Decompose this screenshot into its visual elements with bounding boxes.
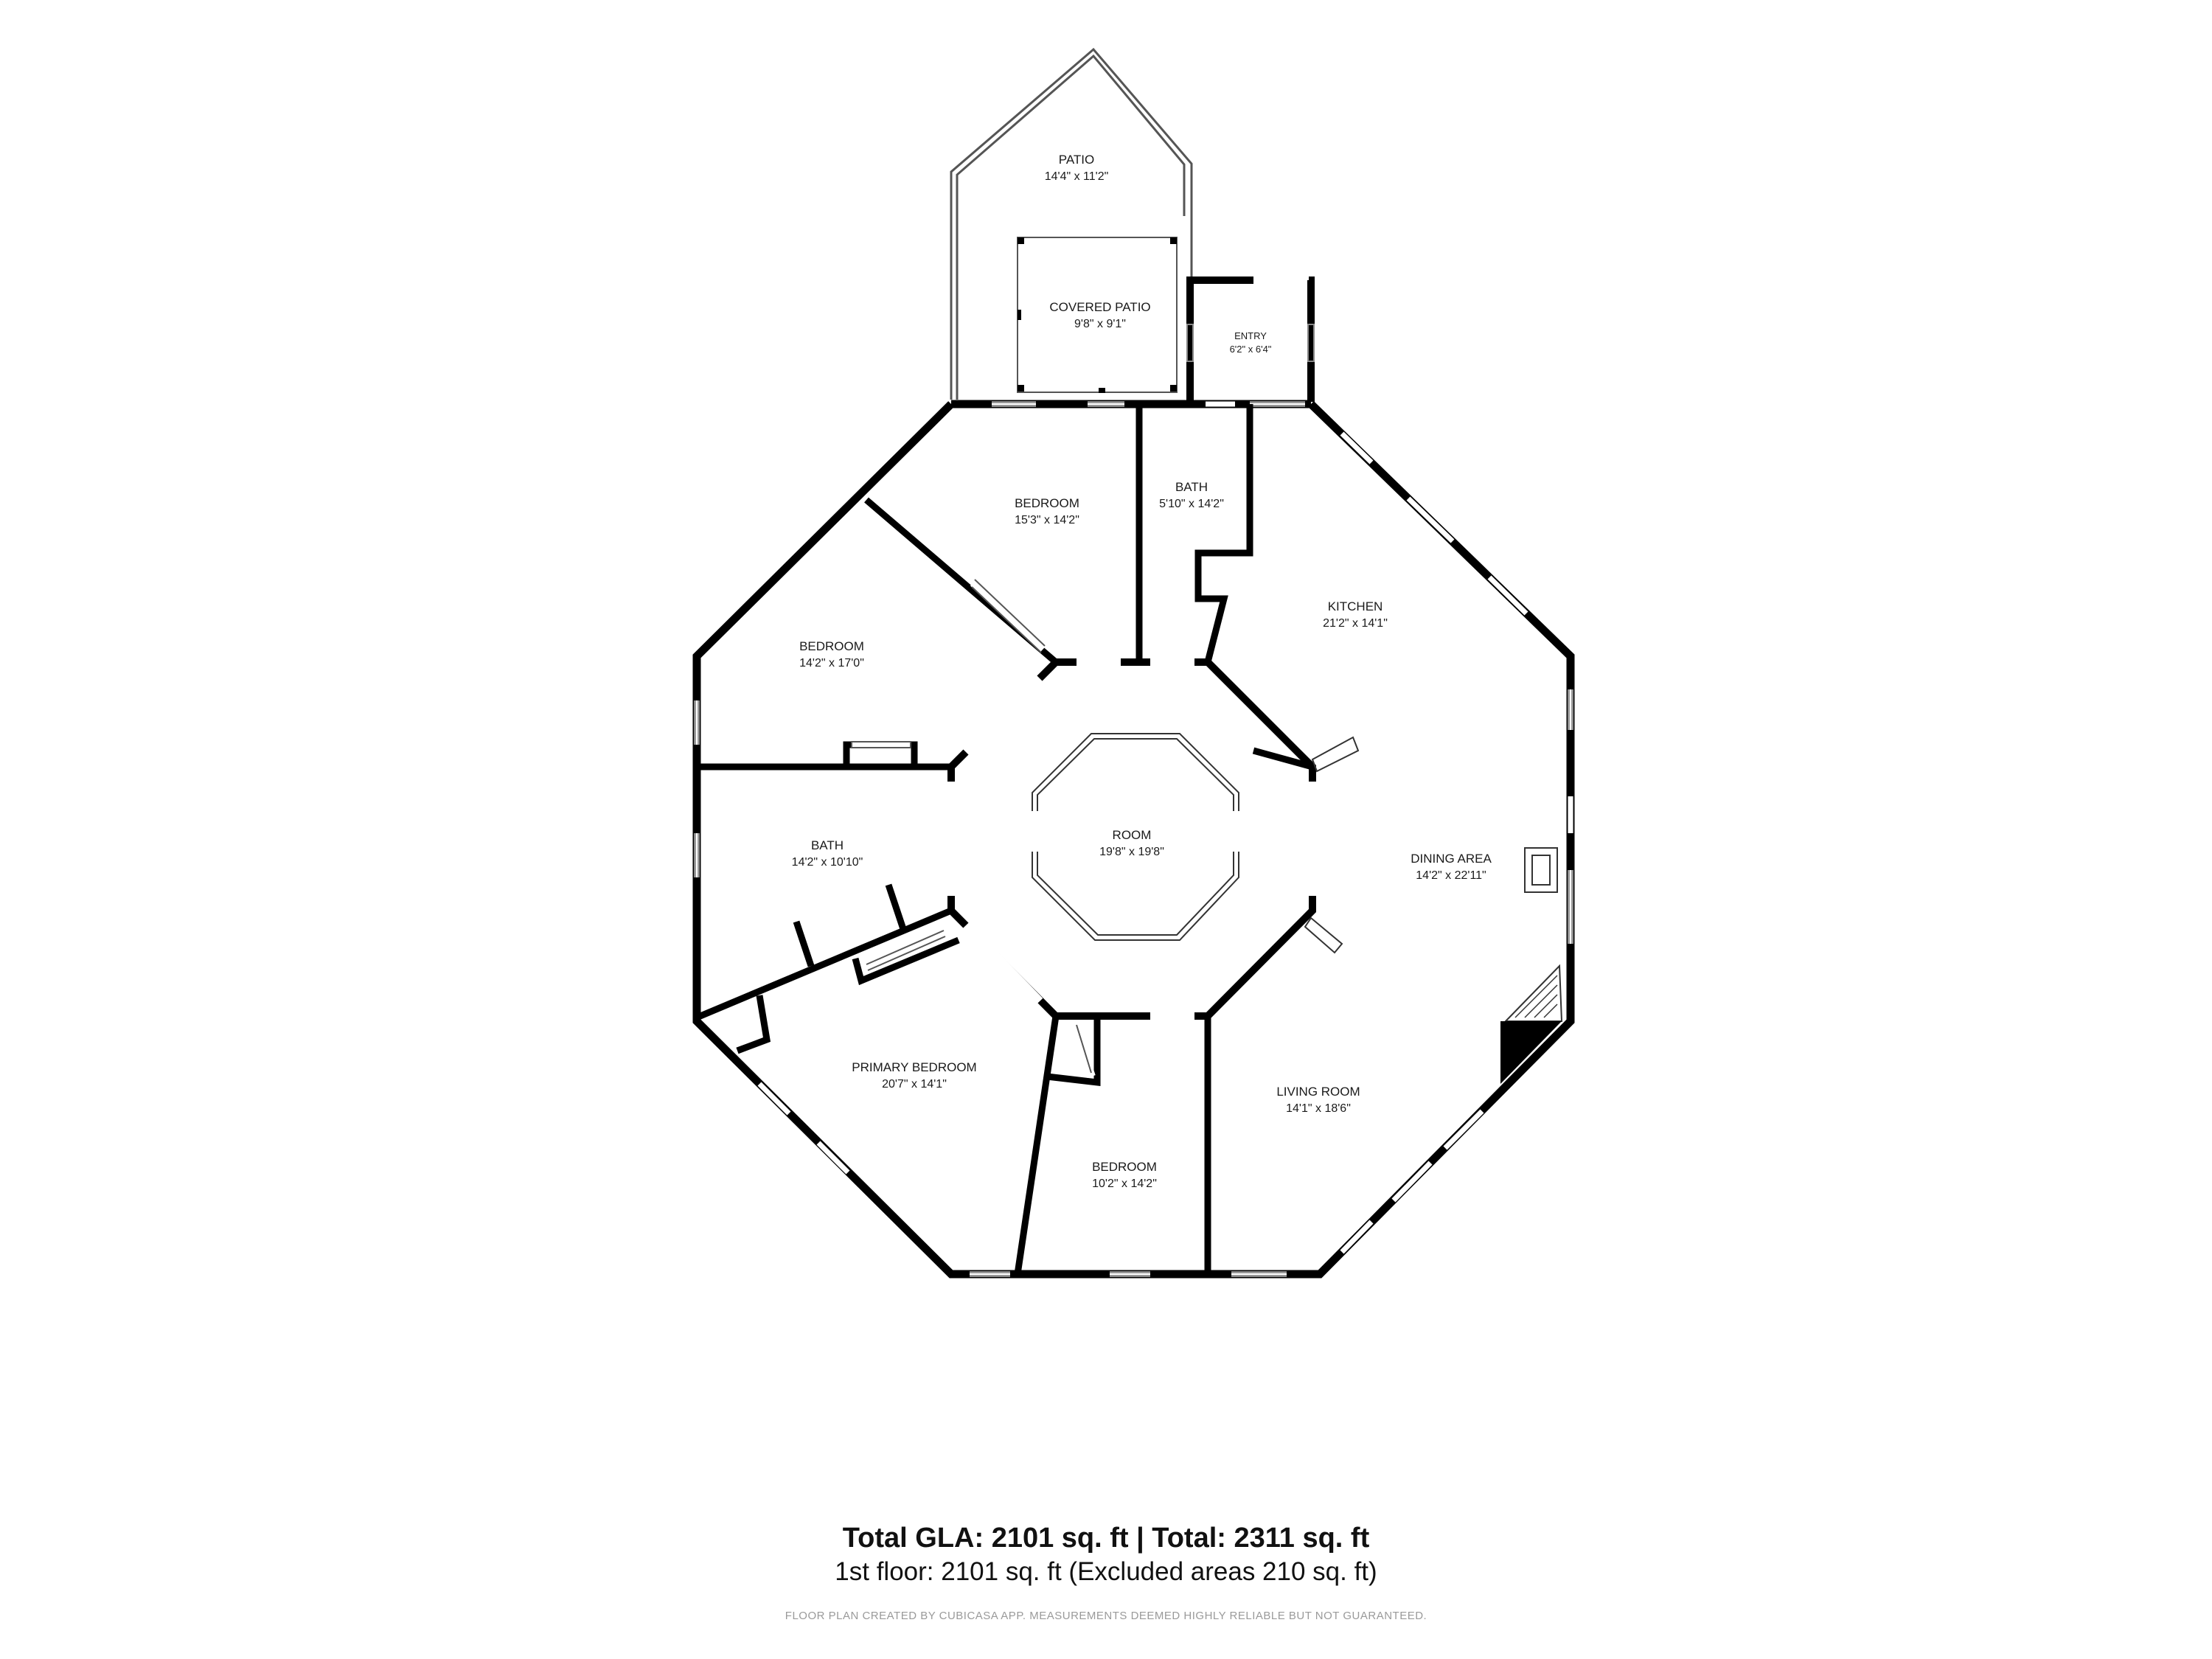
- entry-name: ENTRY: [1234, 330, 1267, 341]
- exterior-window-lines: [695, 402, 1573, 1276]
- interior-door-gaps: [852, 579, 1096, 1078]
- patio-dim: 14'4" x 11'2": [1045, 170, 1109, 183]
- patio-name: PATIO: [1059, 153, 1095, 167]
- bath-left-name: BATH: [811, 838, 844, 852]
- kitchen-dim: 21'2" x 14'1": [1323, 617, 1388, 630]
- covered-patio-dim: 9'8" x 9'1": [1074, 318, 1126, 330]
- room-labels: PATIO 14'4" x 11'2" COVERED PATIO 9'8" x…: [792, 153, 1492, 1190]
- bedroom-top-name: BEDROOM: [1015, 496, 1079, 510]
- floor-area-line: 1st floor: 2101 sq. ft (Excluded areas 2…: [835, 1557, 1377, 1586]
- center-room-name: ROOM: [1113, 828, 1152, 842]
- center-room-openings: [947, 658, 1317, 1020]
- living-room-dim: 14'1" x 18'6": [1286, 1102, 1351, 1115]
- bedroom-top-dim: 15'3" x 14'2": [1015, 514, 1079, 526]
- kitchen-name: KITCHEN: [1328, 599, 1383, 613]
- bedroom-bottom-dim: 10'2" x 14'2": [1092, 1178, 1157, 1190]
- living-room-name: LIVING ROOM: [1276, 1085, 1360, 1099]
- center-room-island: [1032, 733, 1239, 941]
- kitchen-fixtures: [1304, 736, 1558, 954]
- total-area-summary: Total GLA: 2101 sq. ft | Total: 2311 sq.…: [842, 1523, 1370, 1554]
- stair-corner: [1500, 964, 1563, 1084]
- interior-door-lines: [851, 579, 1092, 1074]
- bath-left-dim: 14'2" x 10'10": [792, 856, 863, 869]
- dining-name: DINING AREA: [1411, 852, 1492, 866]
- dining-dim: 14'2" x 22'11": [1416, 869, 1486, 882]
- interior-walls: [695, 404, 1314, 1275]
- covered-patio-name: COVERED PATIO: [1049, 300, 1150, 314]
- covered-patio-outline: [1017, 237, 1178, 393]
- center-room-dim: 19'8" x 19'8": [1099, 846, 1164, 858]
- bedroom-left-dim: 14'2" x 17'0": [799, 657, 864, 669]
- patio-outline: [950, 47, 1193, 400]
- entry-windows: [1186, 324, 1315, 362]
- exterior-windows: [694, 401, 1573, 1277]
- primary-bedroom-dim: 20'7" x 14'1": [882, 1078, 947, 1091]
- bath-top-dim: 5'10" x 14'2": [1159, 498, 1224, 510]
- bath-top-name: BATH: [1175, 480, 1208, 494]
- credit-disclaimer: FLOOR PLAN CREATED BY CUBICASA APP. MEAS…: [785, 1610, 1427, 1622]
- primary-bedroom-name: PRIMARY BEDROOM: [852, 1060, 976, 1074]
- bedroom-left-name: BEDROOM: [799, 639, 864, 653]
- bedroom-bottom-name: BEDROOM: [1092, 1160, 1157, 1174]
- entry-dim: 6'2" x 6'4": [1230, 344, 1272, 355]
